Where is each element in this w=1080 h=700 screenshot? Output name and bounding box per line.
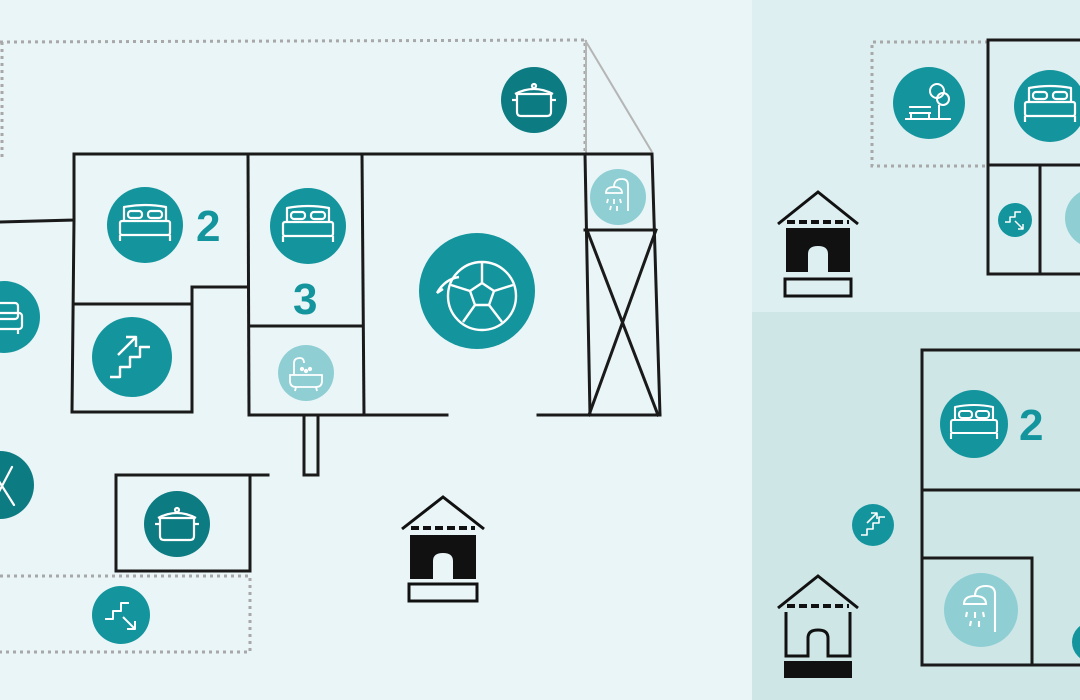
house-icon: [777, 190, 859, 298]
bathtub-icon: [278, 345, 334, 401]
shower-icon: [944, 573, 1018, 647]
bed-icon: [270, 188, 346, 264]
cooking-pot-icon: [144, 491, 210, 557]
sofa-icon: [0, 281, 40, 353]
stairs-down-icon: [998, 203, 1032, 237]
cooking-pot-icon: [501, 67, 567, 133]
shower-icon: [590, 169, 646, 225]
room-number-bedroom-b: 3: [293, 275, 318, 324]
utensils-icon: [1072, 626, 1080, 658]
house-icon: [777, 574, 859, 678]
roof-lines: [584, 39, 653, 154]
soccer-ball-icon: [419, 233, 535, 349]
right-panel-bottom: [752, 312, 1080, 700]
room-number-bedroom-c: 2: [1019, 401, 1044, 450]
walls: [0, 38, 1080, 667]
stairs-up-icon: [852, 504, 894, 546]
stairs-down-icon: [92, 586, 150, 644]
house-icon: [401, 495, 485, 603]
bed-icon: [940, 390, 1008, 458]
bed-icon: [1014, 70, 1080, 142]
shower-icon: [1065, 192, 1080, 244]
garden-bench-icon: [893, 67, 965, 139]
room-number-bedroom-a: 2: [196, 202, 221, 251]
utensils-icon: [0, 451, 34, 519]
bed-icon: [107, 187, 183, 263]
dotted-outlines: [0, 38, 988, 654]
stairs-up-icon: [92, 317, 172, 397]
